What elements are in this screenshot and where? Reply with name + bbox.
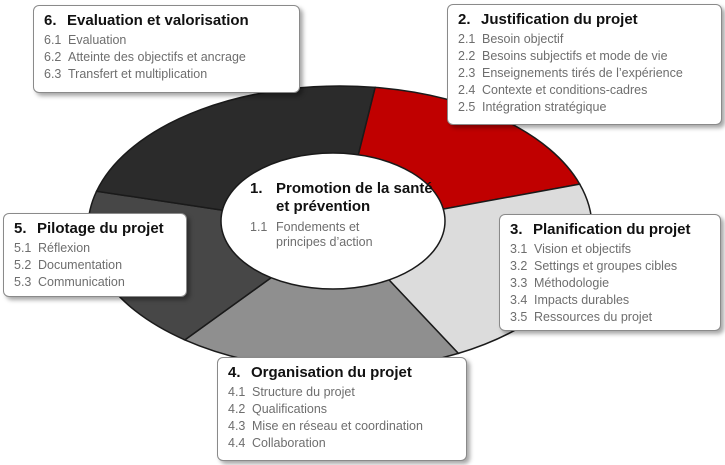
- list-item: 6.3 Transfert et multiplication: [44, 66, 289, 83]
- box-planification: 3. Planification du projet 3.1 Vision et o…: [499, 214, 721, 331]
- list-item: 2.5 Intégration stratégique: [458, 99, 711, 116]
- list-item: 2.2 Besoins subjectifs et mode de vie: [458, 48, 711, 65]
- list-item: 2.1 Besoin objectif: [458, 31, 711, 48]
- box-title-text: Planification du projet: [533, 221, 691, 238]
- item-number: 2.2: [458, 49, 476, 63]
- list-item: 6.2 Atteinte des objectifs et ancrage: [44, 49, 289, 66]
- item-number: 3.4: [510, 293, 528, 307]
- item-text: Enseignements tirés de l’expérience: [482, 66, 683, 80]
- list-item: 3.1 Vision et objectifs: [510, 241, 710, 258]
- item-number: 3.3: [510, 276, 528, 290]
- item-number: 6.3: [44, 67, 62, 81]
- box-title-text: Evaluation et valorisation: [67, 12, 249, 29]
- center-item: 1.1 Fondements et principes d’action: [250, 220, 450, 250]
- item-number: 4.4: [228, 436, 246, 450]
- box-title: 6. Evaluation et valorisation: [44, 12, 289, 30]
- list-item: 3.4 Impacts durables: [510, 292, 710, 309]
- item-number: 3.1: [510, 242, 528, 256]
- box-organisation: 4. Organisation du projet 4.1 Structure du…: [217, 357, 467, 461]
- item-text: Evaluation: [68, 33, 127, 47]
- box-evaluation: 6. Evaluation et valorisation 6.1 Evaluati…: [33, 5, 300, 93]
- item-text: Vision et objectifs: [534, 242, 632, 256]
- item-number: 6.2: [44, 50, 62, 64]
- item-number: 5.1: [14, 241, 32, 255]
- box-title: 2. Justification du projet: [458, 11, 711, 29]
- list-item: 4.3 Mise en réseau et coordination: [228, 418, 456, 435]
- item-text: Impacts durables: [534, 293, 630, 307]
- item-number: 4.1: [228, 385, 246, 399]
- list-item: 6.1 Evaluation: [44, 32, 289, 49]
- list-item: 2.4 Contexte et conditions-cadres: [458, 82, 711, 99]
- item-text: Réflexion: [38, 241, 91, 255]
- item-number: 1.1: [250, 220, 268, 234]
- item-number: 3.2: [510, 259, 528, 273]
- list-item: 5.1 Réflexion: [14, 240, 176, 257]
- list-item: 4.2 Qualifications: [228, 401, 456, 418]
- box-justification: 2. Justification du projet 2.1 Besoin obje…: [447, 4, 722, 125]
- item-number: 2.5: [458, 100, 476, 114]
- box-number: 4.: [228, 364, 241, 381]
- box-number: 5.: [14, 220, 27, 237]
- item-text: Fondements et principes d’action: [276, 220, 373, 249]
- item-number: 2.3: [458, 66, 476, 80]
- box-title-text: Pilotage du projet: [37, 220, 164, 237]
- item-text: Besoin objectif: [482, 32, 564, 46]
- item-number: 3.5: [510, 310, 528, 324]
- item-text: Structure du projet: [252, 385, 355, 399]
- center-title-line1: Promotion de la santé: [276, 180, 433, 197]
- item-text: Contexte et conditions-cadres: [482, 83, 648, 97]
- item-number: 2.4: [458, 83, 476, 97]
- box-number: 2.: [458, 11, 471, 28]
- item-number: 5.3: [14, 275, 32, 289]
- item-text: Mise en réseau et coordination: [252, 419, 423, 433]
- item-number: 4.3: [228, 419, 246, 433]
- list-item: 2.3 Enseignements tirés de l’expérience: [458, 65, 711, 82]
- center-ellipse: [220, 152, 446, 290]
- item-text: Documentation: [38, 258, 123, 272]
- box-number: 6.: [44, 12, 57, 29]
- item-number: 5.2: [14, 258, 32, 272]
- box-title-text: Justification du projet: [481, 11, 638, 28]
- box-title: 4. Organisation du projet: [228, 364, 456, 382]
- center-title-text: Promotion de la santé et prévention: [276, 180, 433, 216]
- box-number: 3.: [510, 221, 523, 238]
- item-text: Intégration stratégique: [482, 100, 607, 114]
- list-item: 3.2 Settings et groupes cibles: [510, 258, 710, 275]
- item-text: Atteinte des objectifs et ancrage: [68, 50, 246, 64]
- item-text: Communication: [38, 275, 125, 289]
- item-number: 2.1: [458, 32, 476, 46]
- list-item: 3.3 Méthodologie: [510, 275, 710, 292]
- list-item: 4.4 Collaboration: [228, 435, 456, 452]
- list-item: 4.1 Structure du projet: [228, 384, 456, 401]
- item-number: 6.1: [44, 33, 62, 47]
- box-title-text: Organisation du projet: [251, 364, 412, 381]
- item-text: Settings et groupes cibles: [534, 259, 678, 273]
- item-text: Collaboration: [252, 436, 326, 450]
- item-number: 4.2: [228, 402, 246, 416]
- item-text: Méthodologie: [534, 276, 610, 290]
- center-title-line2: et prévention: [276, 198, 371, 215]
- center-title: 1. Promotion de la santé et prévention: [250, 180, 450, 216]
- list-item: 5.3 Communication: [14, 274, 176, 291]
- list-item: 5.2 Documentation: [14, 257, 176, 274]
- list-item: 3.5 Ressources du projet: [510, 309, 710, 326]
- item-text: Qualifications: [252, 402, 328, 416]
- box-pilotage: 5. Pilotage du projet 5.1 Réflexion 5.2 Doc…: [3, 213, 187, 297]
- item-text: Ressources du projet: [534, 310, 653, 324]
- box-title: 5. Pilotage du projet: [14, 220, 176, 238]
- item-text: Besoins subjectifs et mode de vie: [482, 49, 668, 63]
- center-number: 1.: [250, 180, 263, 197]
- box-title: 3. Planification du projet: [510, 221, 710, 239]
- item-text: Transfert et multiplication: [68, 67, 208, 81]
- center-label: 1. Promotion de la santé et prévention 1…: [250, 180, 450, 250]
